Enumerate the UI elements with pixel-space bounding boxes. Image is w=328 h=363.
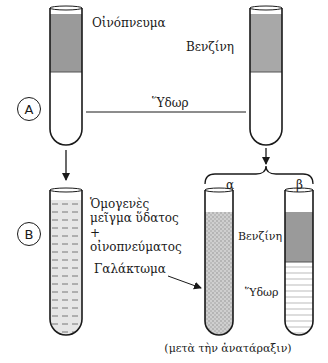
liquid-label: Βενζίνη <box>238 230 282 243</box>
liquid-label: Ὕδωρ <box>150 96 191 110</box>
tube-letter: β <box>296 178 303 192</box>
row-marker-circle: Α <box>17 97 41 121</box>
liquid-label: Γαλάκτωμα <box>94 262 166 276</box>
row-marker-circle: Β <box>17 222 41 246</box>
liquid-label: Ὕδωρ <box>245 286 279 299</box>
row-letter: Α <box>25 102 34 117</box>
liquid-label: Οἰνόπνευμα <box>92 16 166 30</box>
mixture-label: Ὁμογενὲς μεῖγμα ὕδατος + οἰνοπνεύματος <box>90 197 190 255</box>
caption: (μετὰ τὴν ἀνατάραξιν) <box>164 342 291 355</box>
liquid-label: Βενζίνη <box>186 40 234 54</box>
row-letter: Β <box>25 227 34 242</box>
tube-letter: α <box>226 178 234 192</box>
